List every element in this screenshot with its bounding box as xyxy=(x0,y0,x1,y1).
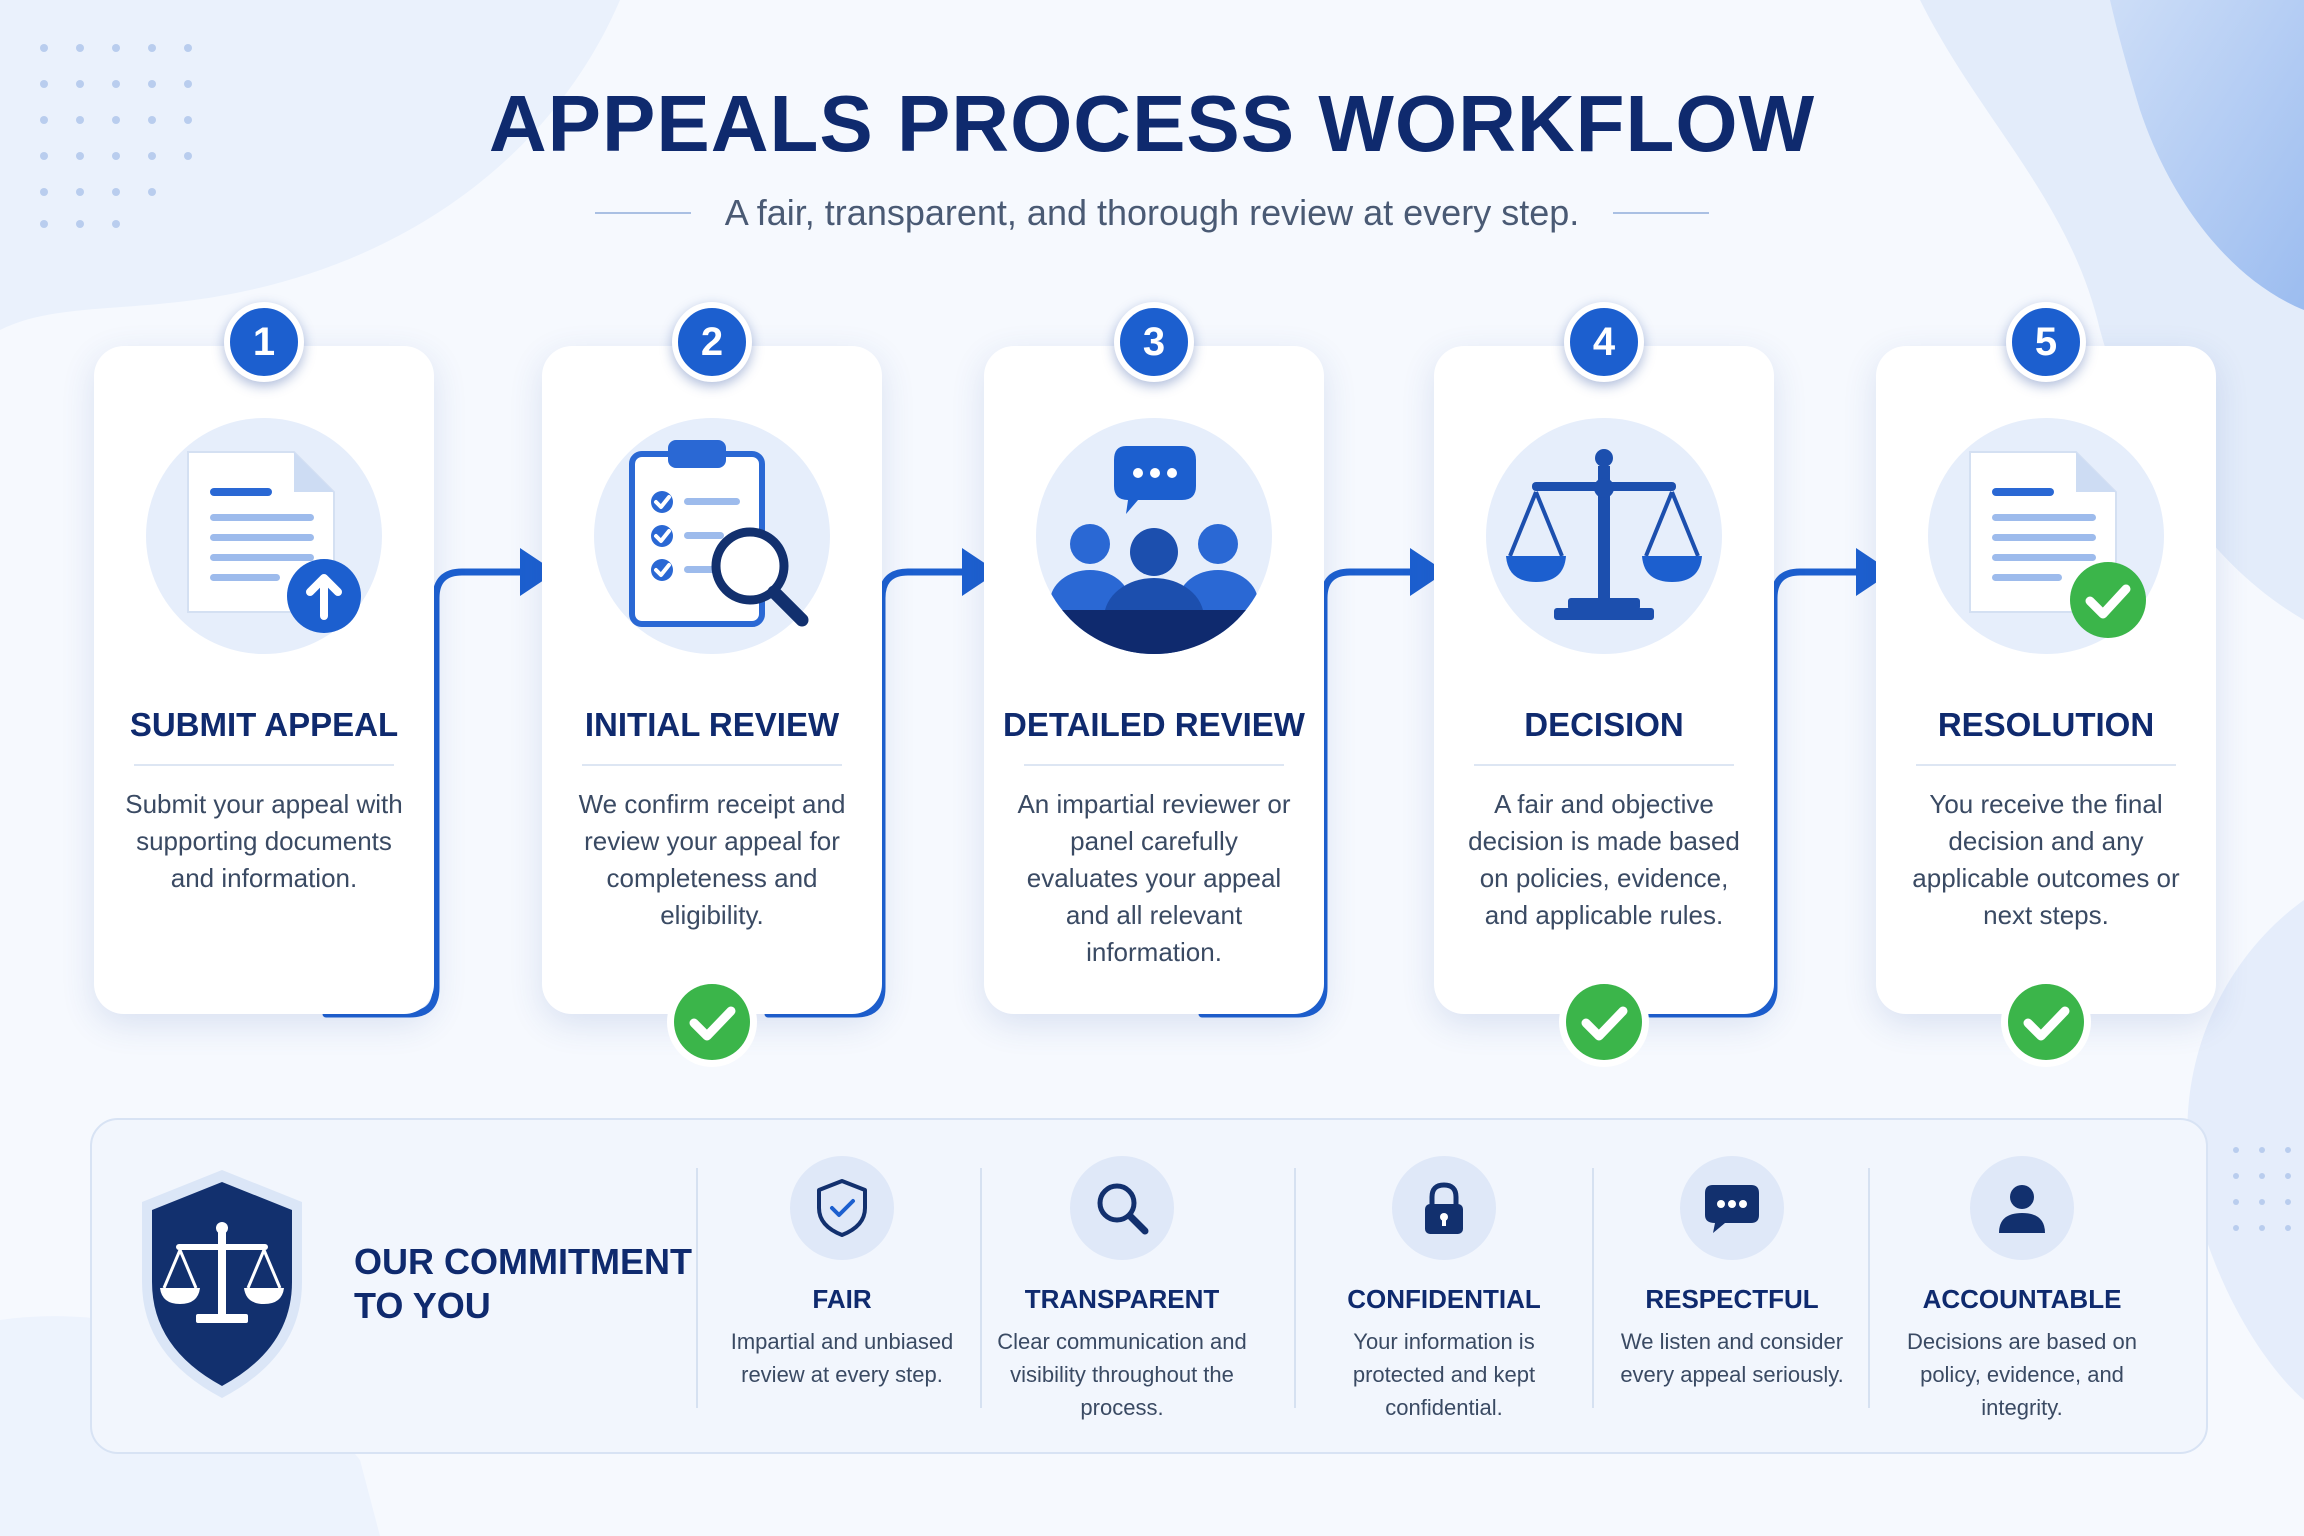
step-card-detailed-review: 3 DETAILED REVIEW An impartial reviewer … xyxy=(984,302,1324,1014)
step-description: An impartial reviewer or panel carefully… xyxy=(1017,789,1291,967)
value-respectful: RESPECTFUL We listen and consider every … xyxy=(1602,1156,1862,1391)
document-approved-icon xyxy=(1928,418,2164,654)
page-title: APPEALS PROCESS WORKFLOW xyxy=(488,79,1816,168)
step-title: RESOLUTION xyxy=(1937,706,2155,743)
step-description: You receive the final decision and any a… xyxy=(1912,789,2180,930)
step-title: DECISION xyxy=(1524,706,1684,743)
page-subtitle: A fair, transparent, and thorough review… xyxy=(724,192,1580,233)
step-description: We confirm receipt and review your appea… xyxy=(578,789,846,930)
connector-4-5 xyxy=(1646,568,1860,1018)
value-description: Impartial and unbiased review at every s… xyxy=(730,1329,954,1387)
person-icon xyxy=(1970,1156,2074,1260)
step-card-decision: 4 DECISION A fair and objective decision… xyxy=(1434,302,1774,1067)
value-title: CONFIDENTIAL xyxy=(1347,1284,1541,1314)
arrowhead-3 xyxy=(1410,548,1446,596)
step-title: INITIAL REVIEW xyxy=(584,706,840,743)
completed-check-icon xyxy=(1559,977,1649,1067)
completed-check-icon xyxy=(667,977,757,1067)
value-separator xyxy=(1868,1168,1870,1408)
value-confidential: CONFIDENTIAL Your information is protect… xyxy=(1314,1156,1574,1424)
value-title: RESPECTFUL xyxy=(1645,1284,1819,1314)
completed-check-icon xyxy=(2001,977,2091,1067)
connector-3-4 xyxy=(1198,568,1414,1018)
connector-2-3 xyxy=(764,568,966,1018)
step-number-badge: 3 xyxy=(1114,302,1194,382)
step-divider xyxy=(1474,764,1734,766)
step-number-badge: 4 xyxy=(1564,302,1644,382)
value-title: TRANSPARENT xyxy=(1024,1284,1220,1314)
magnifier-icon xyxy=(1070,1156,1174,1260)
value-transparent: TRANSPARENT Clear communication and visi… xyxy=(992,1156,1252,1424)
value-separator xyxy=(1592,1168,1594,1408)
commitment-panel: OUR COMMITMENT TO YOU FAIR Impartial and… xyxy=(90,1118,2208,1454)
step-title: DETAILED REVIEW xyxy=(1003,706,1305,743)
step-divider xyxy=(134,764,394,766)
value-separator xyxy=(696,1168,698,1408)
arrowhead-4 xyxy=(1856,548,1892,596)
value-accountable: ACCOUNTABLE Decisions are based on polic… xyxy=(1892,1156,2152,1424)
step-divider xyxy=(1916,764,2176,766)
step-card-resolution: 5 RESOLUTION You receive the final decis… xyxy=(1876,302,2216,1067)
step-title: SUBMIT APPEAL xyxy=(129,706,399,743)
clipboard-search-icon xyxy=(594,418,830,654)
panel-discussion-icon xyxy=(1036,418,1272,654)
value-separator xyxy=(980,1168,982,1408)
commitment-title: OUR COMMITMENT TO YOU xyxy=(354,1240,694,1328)
commitment-title-line1: OUR COMMITMENT xyxy=(354,1241,692,1282)
step-description: Submit your appeal with supporting docum… xyxy=(125,789,403,893)
scales-icon xyxy=(1486,418,1722,654)
value-fair: FAIR Impartial and unbiased review at ev… xyxy=(712,1156,972,1391)
chat-bubble-icon xyxy=(1680,1156,1784,1260)
value-title: FAIR xyxy=(812,1284,872,1314)
value-description: We listen and consider every appeal seri… xyxy=(1620,1329,1844,1387)
value-separator xyxy=(1294,1168,1296,1408)
value-description: Clear communication and visibility throu… xyxy=(997,1329,1247,1420)
subtitle-row: A fair, transparent, and thorough review… xyxy=(0,192,2304,234)
value-title: ACCOUNTABLE xyxy=(1922,1284,2122,1314)
value-description: Decisions are based on policy, evidence,… xyxy=(1907,1329,2137,1420)
arrowhead-1 xyxy=(520,548,556,596)
step-divider xyxy=(582,764,842,766)
commitment-title-line2: TO YOU xyxy=(354,1285,491,1326)
lock-icon xyxy=(1392,1156,1496,1260)
arrowhead-2 xyxy=(962,548,998,596)
value-description: Your information is protected and kept c… xyxy=(1352,1329,1536,1420)
step-divider xyxy=(1024,764,1284,766)
shield-check-icon xyxy=(790,1156,894,1260)
connector-1-2 xyxy=(322,568,524,1018)
step-number-badge: 1 xyxy=(224,302,304,382)
step-number-badge: 5 xyxy=(2006,302,2086,382)
step-card-submit-appeal: 1 SUBMIT APPEAL Submit your appeal with … xyxy=(94,302,434,1014)
step-number-badge: 2 xyxy=(672,302,752,382)
subtitle-right-rule xyxy=(1613,212,1710,214)
step-description: A fair and objective decision is made ba… xyxy=(1468,789,1740,930)
shield-scales-icon xyxy=(142,1170,302,1398)
step-card-initial-review: 2 INITIAL REVIEW We confirm receipt and … xyxy=(542,302,882,1067)
subtitle-left-rule xyxy=(594,212,691,214)
document-upload-icon xyxy=(146,418,382,654)
